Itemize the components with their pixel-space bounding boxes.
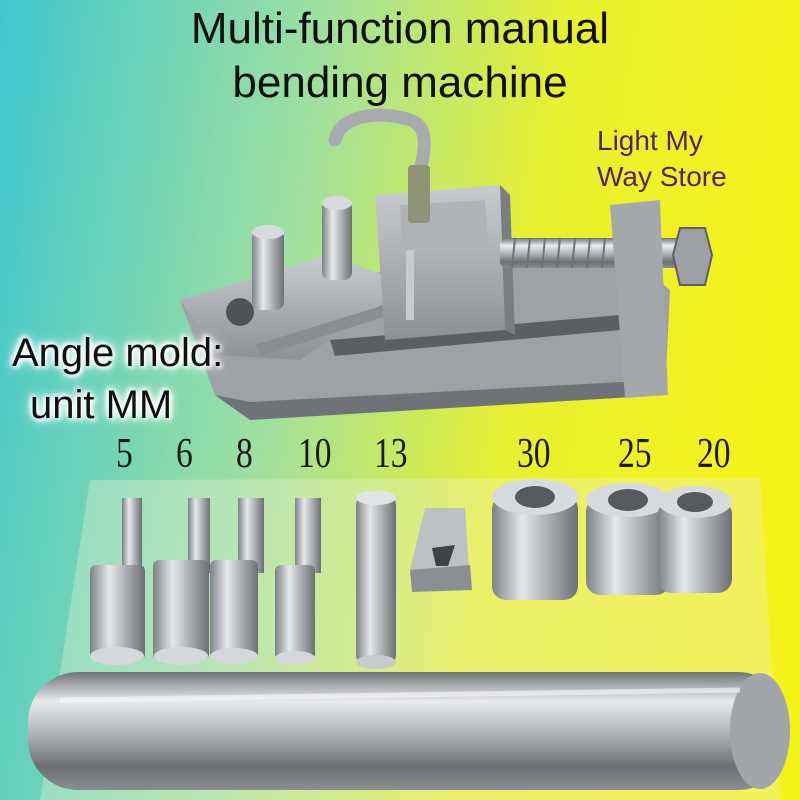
angle-block — [410, 508, 472, 592]
sleeve-size-label: 20 — [697, 431, 731, 477]
long-bar — [28, 672, 790, 790]
bending-machine — [180, 108, 714, 420]
pin-size-label: 6 — [176, 431, 193, 477]
pin-size-label: 10 — [298, 431, 332, 477]
sleeves — [492, 479, 732, 600]
title-line-1: Multi-function manual — [190, 4, 610, 53]
angle-mold-label: Angle mold: — [12, 331, 224, 375]
sleeve-size-label: 30 — [517, 431, 551, 477]
pin-size-label: 13 — [374, 431, 408, 477]
pin-size-label: 5 — [116, 431, 133, 477]
pin-size-label: 8 — [236, 431, 253, 477]
mold-pins — [90, 491, 396, 669]
store-name-line-2: Way Store — [597, 161, 727, 192]
title-line-2: bending machine — [232, 58, 568, 107]
angle-mold-unit: unit MM — [30, 383, 173, 427]
store-name-line-1: Light My — [597, 125, 703, 156]
sleeve-size-label: 25 — [618, 431, 652, 477]
